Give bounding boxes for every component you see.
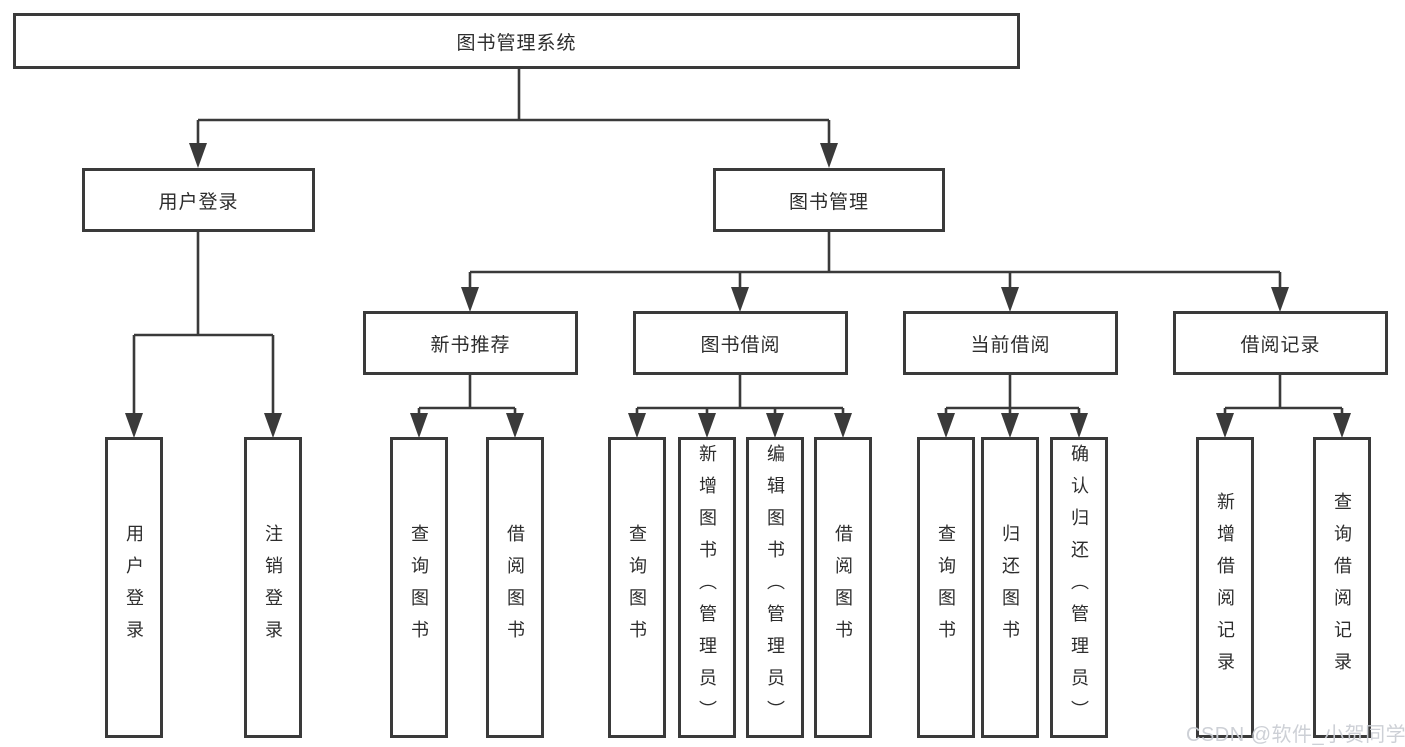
- node-user-login: 用户登录: [82, 168, 315, 232]
- leaf-edit-book-admin: 编辑图书（管理员）: [746, 437, 804, 738]
- leaf-user-login: 用户登录: [105, 437, 163, 738]
- leaf-return-book: 归还图书: [981, 437, 1039, 738]
- connector-group: [125, 68, 1351, 438]
- leaf-query-books-recommend: 查询图书: [390, 437, 448, 738]
- leaf-query-borrow-record: 查询借阅记录: [1313, 437, 1371, 738]
- leaf-borrow-books: 借阅图书: [814, 437, 872, 738]
- node-borrow-records: 借阅记录: [1173, 311, 1388, 375]
- node-book-borrow: 图书借阅: [633, 311, 848, 375]
- node-current-borrow: 当前借阅: [903, 311, 1118, 375]
- leaf-add-borrow-record: 新增借阅记录: [1196, 437, 1254, 738]
- leaf-query-books-borrow: 查询图书: [608, 437, 666, 738]
- csdn-watermark: CSDN @软件_小贺同学: [1186, 724, 1405, 746]
- leaf-logout: 注销登录: [244, 437, 302, 738]
- leaf-borrow-books-recommend: 借阅图书: [486, 437, 544, 738]
- node-book-management: 图书管理: [713, 168, 945, 232]
- leaf-query-books-current: 查询图书: [917, 437, 975, 738]
- node-new-book-recommend: 新书推荐: [363, 311, 578, 375]
- node-library-system: 图书管理系统: [13, 13, 1020, 69]
- leaf-add-book-admin: 新增图书（管理员）: [678, 437, 736, 738]
- leaf-confirm-return-admin: 确认归还（管理员）: [1050, 437, 1108, 738]
